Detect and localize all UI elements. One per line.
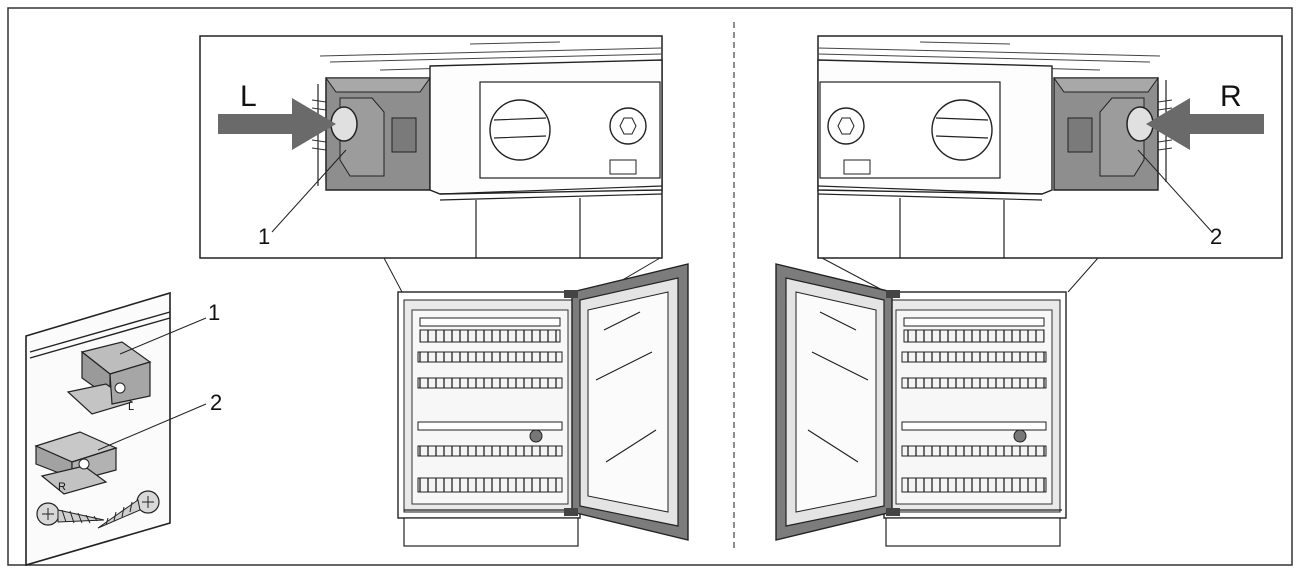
cabinet-right (775, 263, 1067, 547)
bag-callout-2: 2 (210, 390, 222, 415)
accessory-bag: L R (25, 291, 207, 567)
clip-right-piece: R (34, 431, 118, 495)
clip-r-marking: R (58, 481, 66, 493)
arrow-label-r: R (1220, 80, 1242, 113)
insert-arrow-right (1146, 98, 1264, 150)
right-callout-2: 2 (1210, 224, 1222, 249)
clip-left-piece: L (66, 341, 152, 415)
cabinet-left (397, 263, 689, 547)
arrow-label-l: L (240, 80, 257, 113)
bag-callout-1: 1 (208, 300, 220, 325)
clip-l-marking: L (128, 401, 134, 413)
right-detail-view (817, 35, 1283, 259)
screws (36, 490, 160, 529)
right-zoom-lines (821, 257, 1099, 293)
left-callout-1: 1 (258, 224, 270, 249)
left-detail-view (199, 35, 663, 259)
insert-arrow-left (218, 98, 336, 150)
